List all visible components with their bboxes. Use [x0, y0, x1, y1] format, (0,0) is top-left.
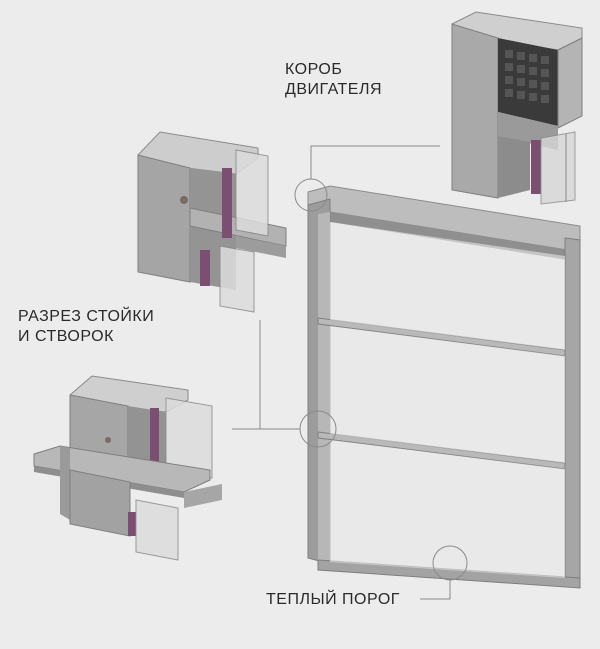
- label-motor-box-line2: ДВИГАТЕЛЯ: [285, 81, 383, 98]
- threshold-section-profile: [33, 375, 222, 561]
- label-section-line1: РАЗРЕЗ СТОЙКИ: [18, 308, 155, 325]
- motor-box-profile: [451, 11, 583, 205]
- label-section-line2: И СТВОРОК: [18, 328, 114, 345]
- label-threshold: ТЕПЛЫЙ ПОРОГ: [266, 591, 400, 608]
- mullion-section-profile: [137, 131, 287, 313]
- callout-section: [232, 320, 337, 448]
- callout-threshold: [420, 545, 468, 600]
- label-motor-box-line1: КОРОБ: [285, 61, 343, 78]
- gate-frame: [307, 185, 581, 589]
- callout-motor-box: [294, 145, 440, 212]
